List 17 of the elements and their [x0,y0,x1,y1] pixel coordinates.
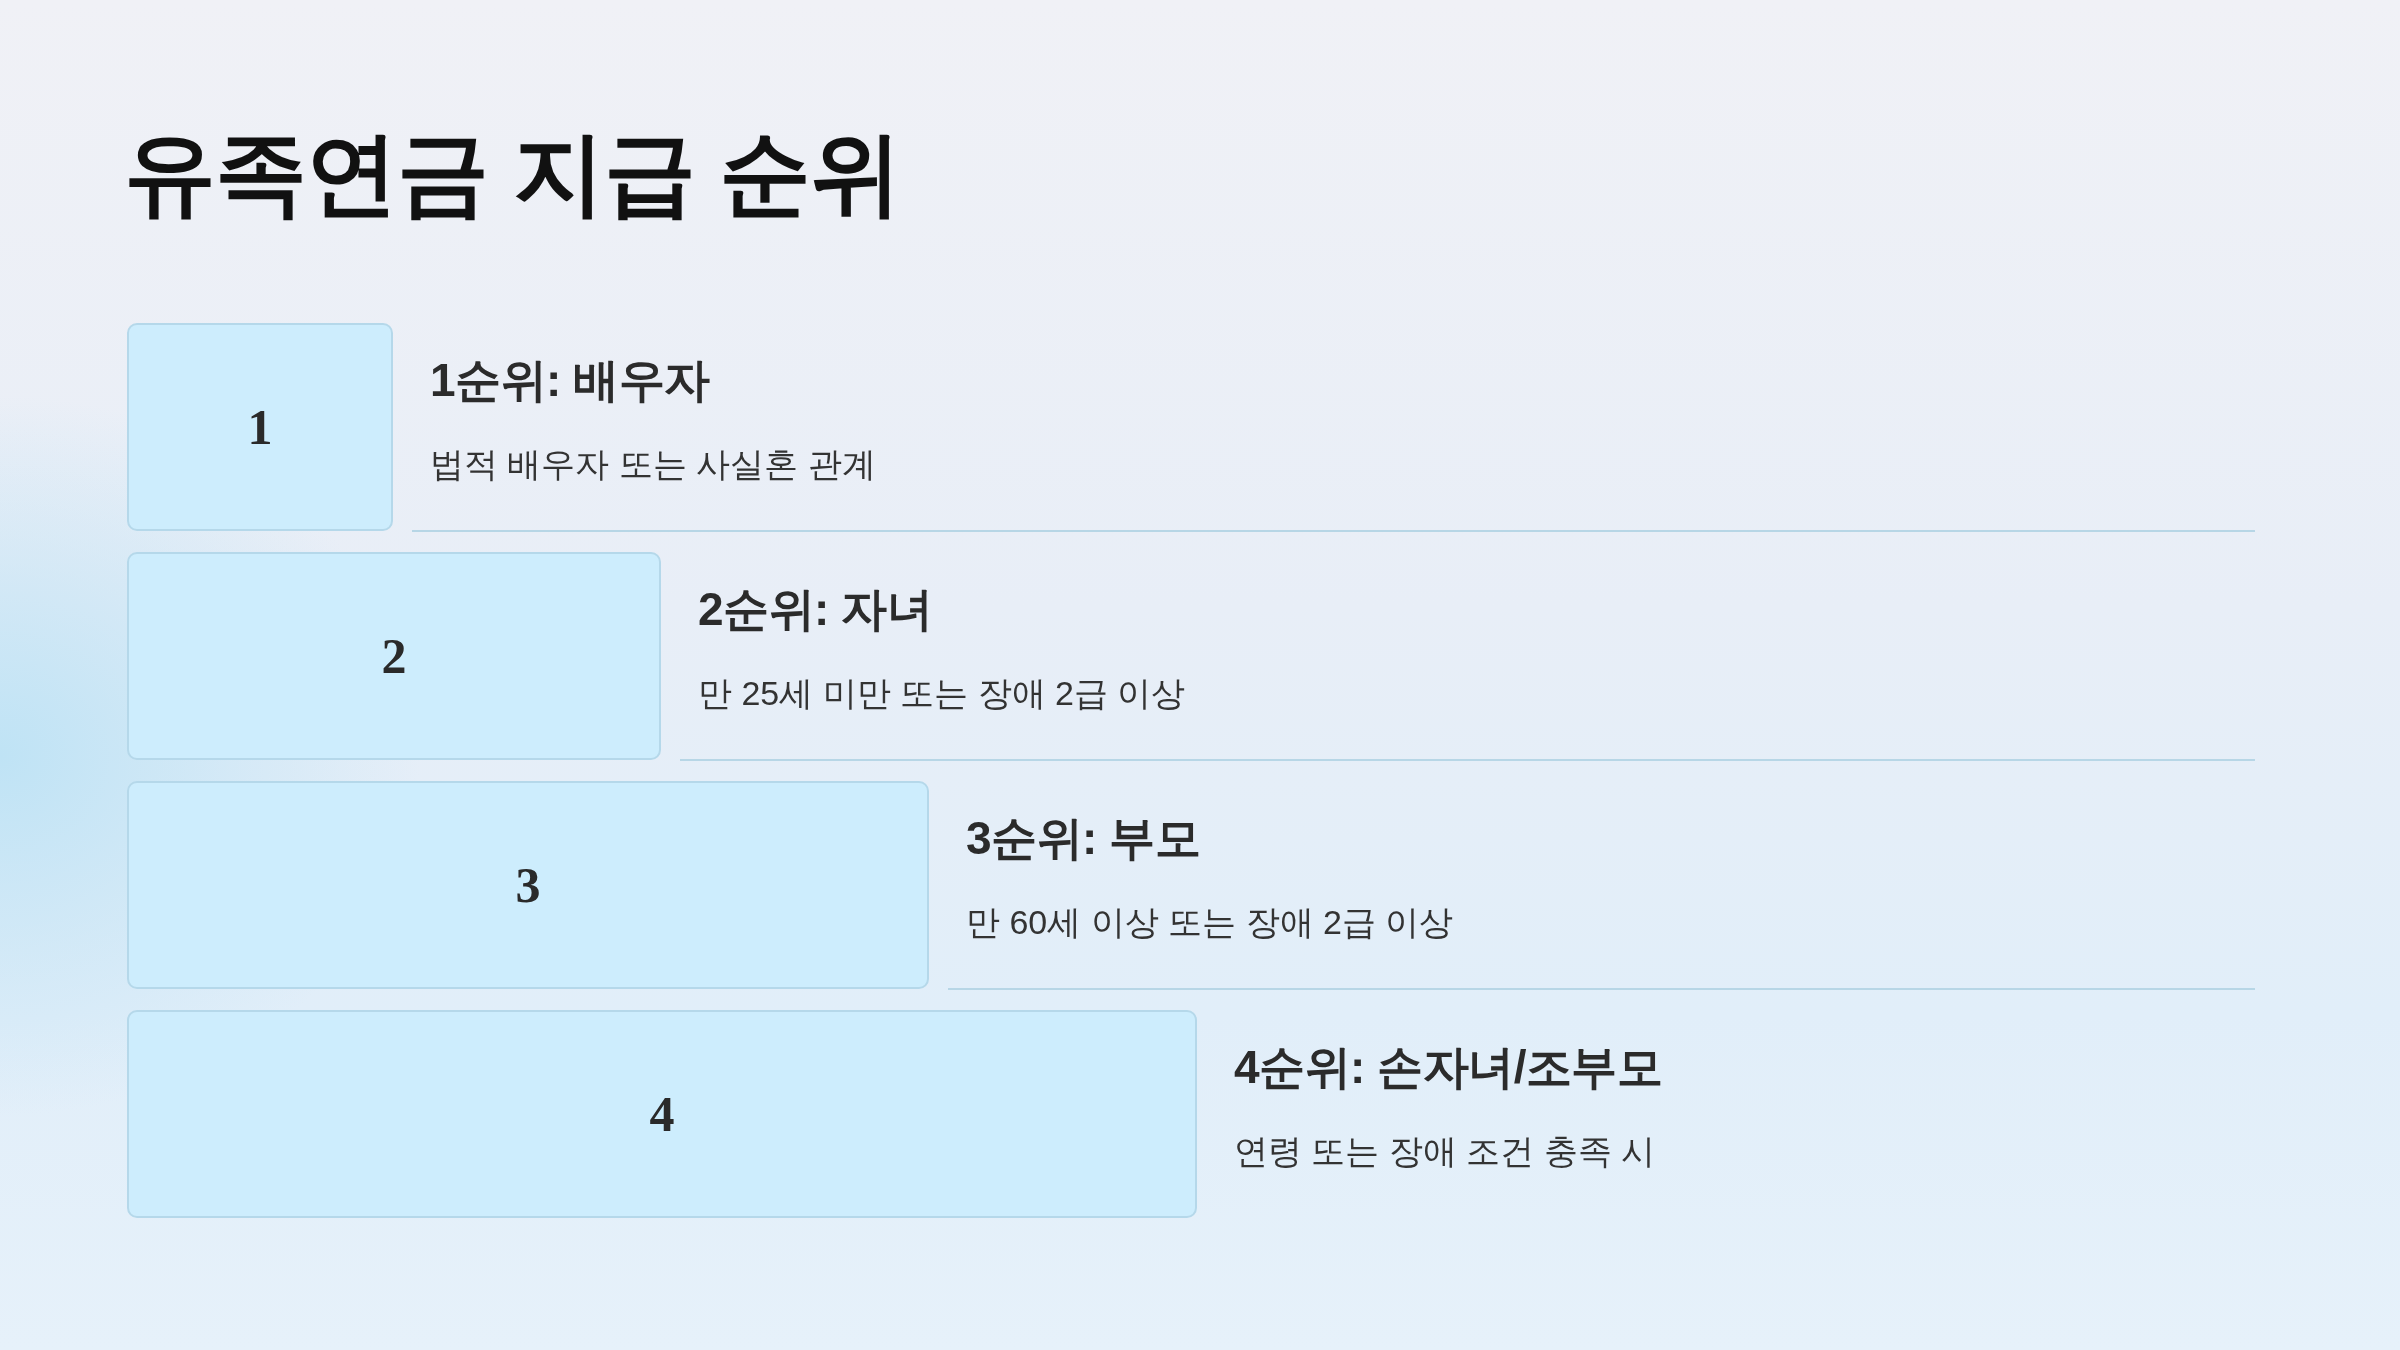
rank-number: 3 [515,860,541,910]
rank-box [127,552,661,760]
rank-box [127,1010,1197,1218]
rank-description: 만 25세 미만 또는 장애 2급 이상 [698,673,1186,714]
rank-heading: 1순위: 배우자 [430,353,710,408]
rank-description: 만 60세 이상 또는 장애 2급 이상 [966,902,1454,943]
rank-description: 연령 또는 장애 조건 충족 시 [1234,1131,1656,1172]
rank-number: 4 [649,1089,675,1139]
rank-heading: 3순위: 부모 [966,811,1201,866]
rank-heading: 2순위: 자녀 [698,582,933,637]
rank-box [127,323,393,531]
rank-number: 1 [247,402,273,452]
rank-heading: 4순위: 손자녀/조부모 [1234,1040,1663,1095]
rank-box [127,781,929,989]
slide-title: 유족연금 지급 순위 [124,121,902,226]
rank-description: 법적 배우자 또는 사실혼 관계 [430,444,876,485]
rank-number: 2 [381,631,407,681]
